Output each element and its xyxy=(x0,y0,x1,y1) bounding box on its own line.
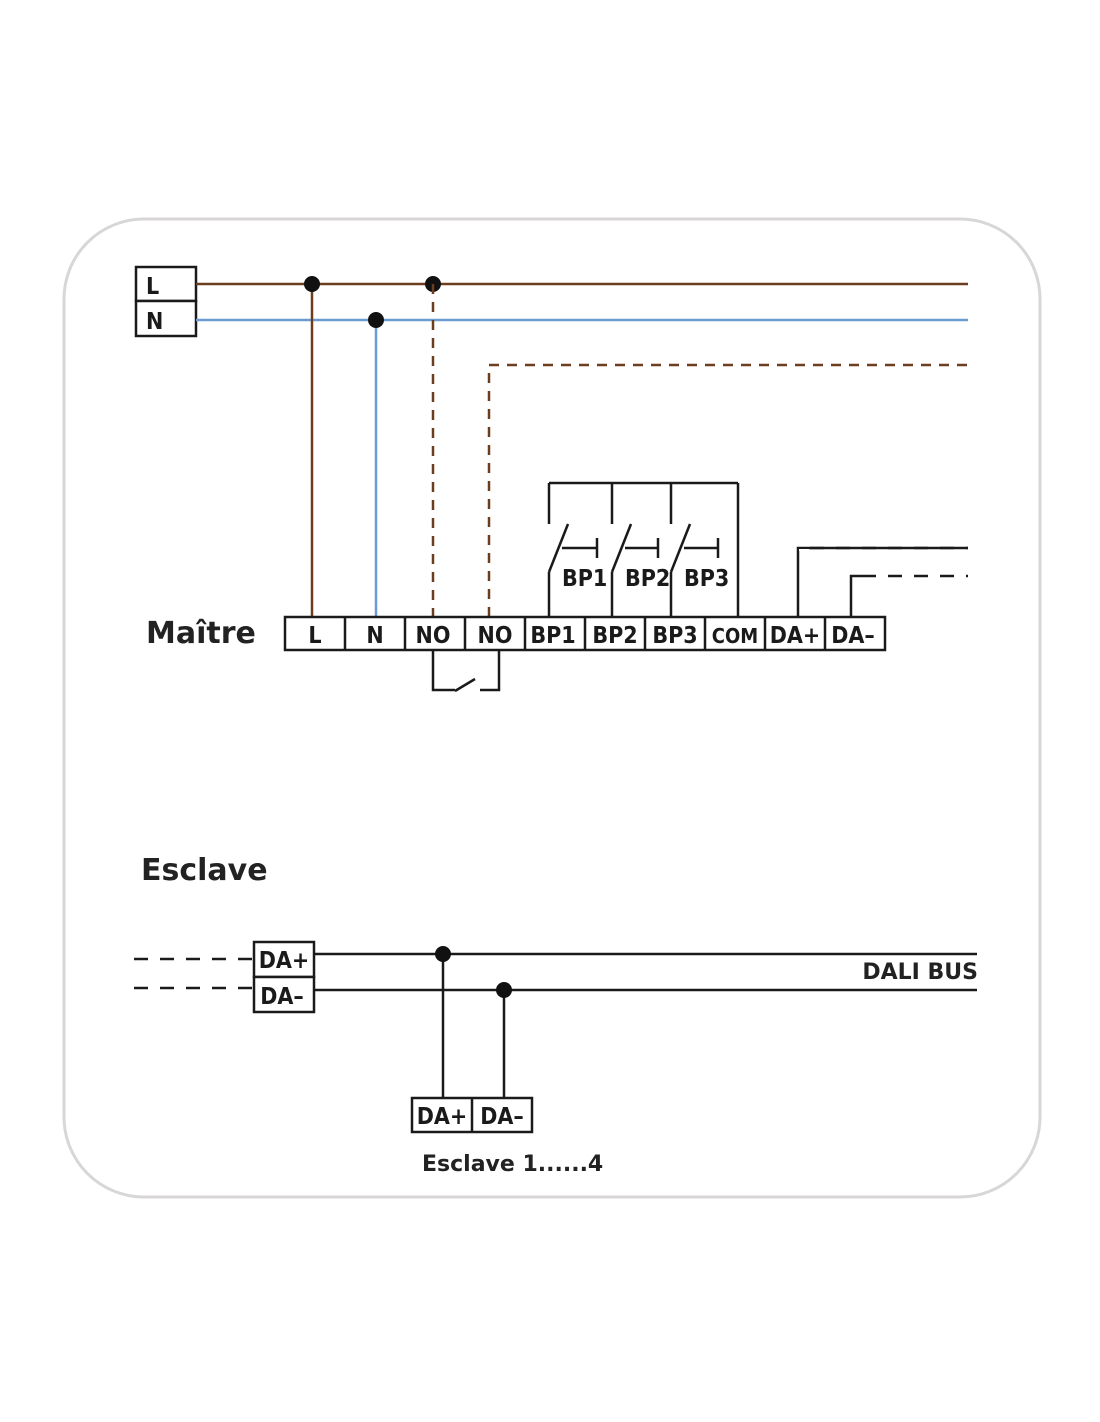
master-terminal-bp2: BP2 xyxy=(592,623,637,649)
junction-dot xyxy=(304,276,320,292)
push-button-group xyxy=(547,481,740,617)
master-terminal-bp3: BP3 xyxy=(652,623,697,649)
button-label-bp3: BP3 xyxy=(684,566,729,592)
supply-n-label: N xyxy=(146,309,163,335)
slave-left-da-plus: DA+ xyxy=(259,948,310,974)
master-da-plus-wire xyxy=(796,546,968,617)
master-title: Maître xyxy=(146,616,256,651)
slave-left-terminal-block: DA+ DA– xyxy=(252,940,316,1014)
slave-device-da-plus: DA+ xyxy=(417,1104,468,1130)
master-terminal-no-2: NO xyxy=(478,623,513,649)
junction-dot xyxy=(368,312,384,328)
master-terminal-no-1: NO xyxy=(416,623,451,649)
button-label-bp2: BP2 xyxy=(625,566,670,592)
slave-title: Esclave xyxy=(141,853,268,888)
button-label-bp1: BP1 xyxy=(562,566,607,592)
slave-device-label: Esclave 1......4 xyxy=(422,1152,603,1177)
supply-l-label: L xyxy=(146,274,159,300)
slave-left-da-minus: DA– xyxy=(260,984,304,1010)
junction-dot xyxy=(435,946,451,962)
master-terminal-l: L xyxy=(308,623,321,649)
master-terminal-da-minus: DA– xyxy=(831,623,875,649)
master-terminal-bp1: BP1 xyxy=(530,623,575,649)
slave-device-da-minus: DA– xyxy=(480,1104,524,1130)
supply-terminal-block: L N xyxy=(134,265,198,338)
slave-device-terminal-block: DA+ DA– xyxy=(410,1096,534,1134)
dali-bus-label: DALI BUS xyxy=(862,960,978,985)
master-terminal-n: N xyxy=(366,623,383,649)
master-terminal-da-plus: DA+ xyxy=(770,623,821,649)
master-da-minus-wire xyxy=(849,574,862,617)
no-out-dashed-wire xyxy=(487,363,968,617)
junction-dot xyxy=(496,982,512,998)
master-terminal-com: COM xyxy=(712,624,758,648)
master-terminal-strip: L N NO NO BP1 BP2 BP3 COM DA+ DA– xyxy=(283,615,887,652)
relay-contact-symbol xyxy=(431,650,501,693)
